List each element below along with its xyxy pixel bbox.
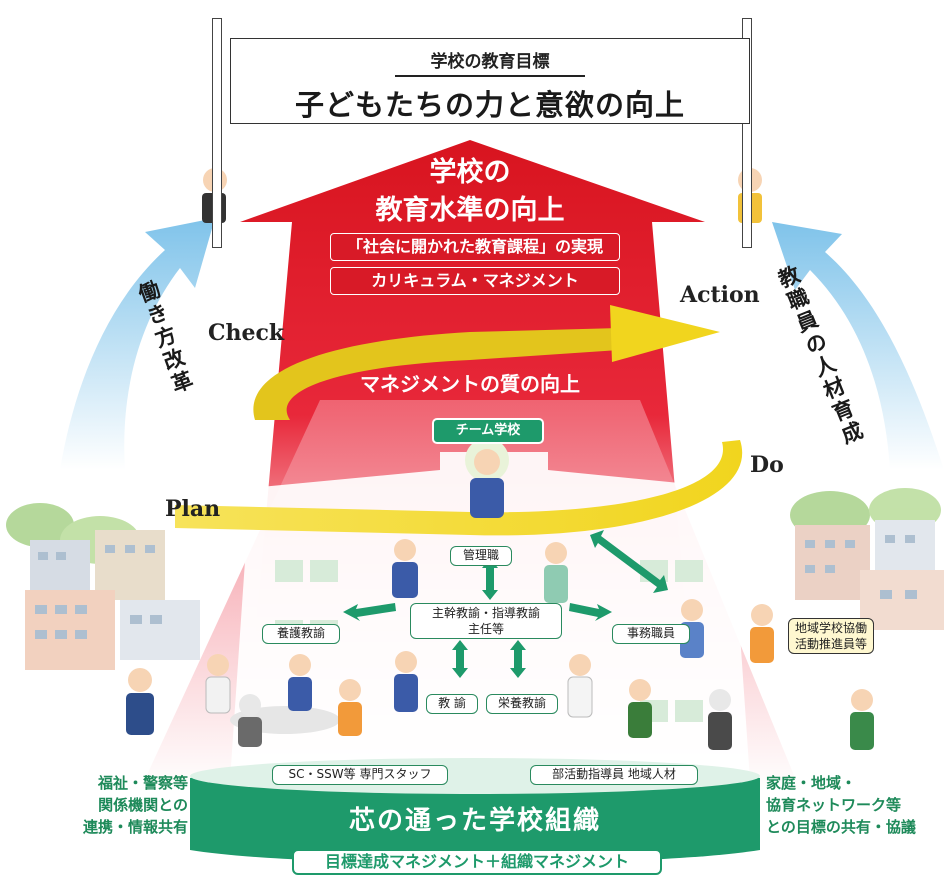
label-bukatsu: 部活動指導員 地域人材 xyxy=(530,765,698,785)
banner-subtitle: 学校の教育目標 xyxy=(231,47,749,72)
label-shukan-line1: 主幹教諭・指導教諭 xyxy=(431,606,540,620)
label-chiiki: 地域学校協働 活動推進員等 xyxy=(788,618,874,654)
right-note-line3: との目標の共有・協議 xyxy=(766,818,916,836)
spiral-front xyxy=(175,440,743,536)
cycle-action-label: Action xyxy=(680,282,760,308)
right-note-line2: 協育ネットワーク等 xyxy=(766,796,902,814)
base-subtitle: 目標達成マネジメント＋組織マネジメント xyxy=(292,849,662,875)
spiral-back xyxy=(253,328,650,420)
right-sky-arrow xyxy=(772,222,944,470)
label-chiiki-line2: 活動推進員等 xyxy=(794,637,867,651)
pill-curriculum-management: カリキュラム・マネジメント xyxy=(330,267,620,295)
label-chiiki-line1: 地域学校協働 xyxy=(794,621,867,635)
banner-pole-right xyxy=(742,18,752,248)
left-note: 福祉・警察等 関係機関との 連携・情報共有 xyxy=(70,772,188,838)
arrow-title-line1: 学校の xyxy=(429,157,511,188)
cycle-do-label: Do xyxy=(750,452,784,478)
pill-curriculum-society: 「社会に開かれた教育課程」の実現 xyxy=(330,233,620,261)
goal-banner: 学校の教育目標 子どもたちの力と意欲の向上 xyxy=(230,38,750,124)
spiral-arrow-head xyxy=(610,305,720,362)
label-shukan-line2: 主任等 xyxy=(467,622,504,636)
label-shukan: 主幹教諭・指導教諭 主任等 xyxy=(410,603,562,639)
label-jimu: 事務職員 xyxy=(612,624,690,644)
left-note-line2: 関係機関との xyxy=(98,796,188,814)
green-connector-arrows xyxy=(343,530,668,678)
label-eiyou: 栄養教諭 xyxy=(486,694,558,714)
label-kyouyu: 教 諭 xyxy=(426,694,478,714)
management-quality-text: マネジメントの質の向上 xyxy=(360,372,580,396)
right-note-line1: 家庭・地域・ xyxy=(766,774,857,792)
left-note-line3: 連携・情報共有 xyxy=(82,818,188,836)
left-note-line1: 福祉・警察等 xyxy=(97,774,188,792)
team-school-label: チーム学校 xyxy=(432,418,544,444)
arrow-title-line2: 教育水準の向上 xyxy=(375,195,565,226)
cycle-plan-label: Plan xyxy=(165,496,221,522)
label-sc-ssw: SC・SSW等 専門スタッフ xyxy=(272,765,448,785)
banner-title: 子どもたちの力と意欲の向上 xyxy=(294,88,685,122)
cycle-check-label: Check xyxy=(208,320,285,346)
base-title: 芯の通った学校組織 xyxy=(348,806,601,836)
right-note: 家庭・地域・ 協育ネットワーク等 との目標の共有・協議 xyxy=(766,772,941,838)
label-kanri: 管理職 xyxy=(450,546,512,566)
town-left-illustration xyxy=(6,503,200,670)
town-right-illustration xyxy=(790,488,944,630)
left-sky-arrow xyxy=(60,218,215,470)
banner-pole-left xyxy=(212,18,222,248)
label-yougo: 養護教諭 xyxy=(262,624,340,644)
